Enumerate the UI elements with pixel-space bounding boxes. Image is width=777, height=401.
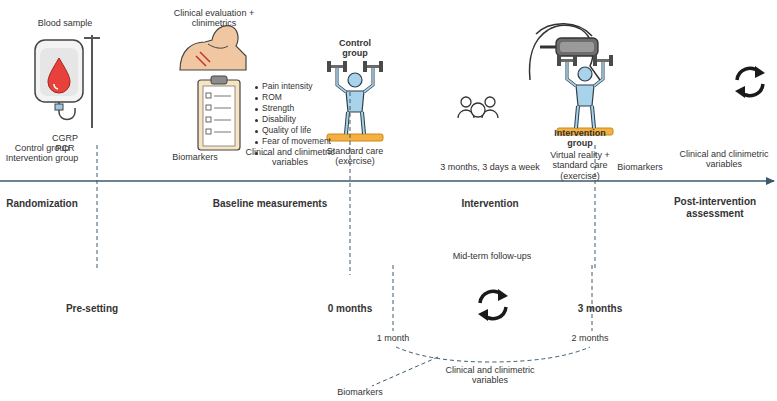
follow-up-markers: [372, 265, 592, 386]
timeline-label: Clinical and clinimetric variables: [444, 365, 536, 386]
exercise-figure: [557, 55, 613, 135]
bullet-dot: [255, 141, 258, 144]
exercise-figure: [327, 61, 383, 141]
bullet-dot: [255, 130, 258, 133]
bullet-item: Quality of life: [262, 126, 372, 136]
bullet-item: Strength: [262, 104, 372, 114]
timeline-label: Control group Intervention group: [0, 143, 85, 164]
timeline-label: Blood sample: [25, 18, 105, 28]
timeline-label: Biomarkers: [610, 162, 670, 172]
phase-label: Control group: [328, 38, 383, 59]
bullet-dot: [255, 108, 258, 111]
blood-bag-icon: [35, 35, 100, 128]
phase-label: Intervention group: [545, 128, 615, 149]
bullet-item: ROM: [262, 93, 372, 103]
phase-label: Pre-setting: [47, 303, 137, 315]
timeline-label: Virtual reality + standard care (exercis…: [540, 150, 620, 181]
timeline-label: Biomarkers: [165, 152, 225, 162]
cycle-icon: [735, 66, 765, 98]
timeline-label: Biomarkers: [325, 387, 395, 397]
bullet-dot: [255, 119, 258, 122]
phase-label: Baseline measurements: [190, 198, 350, 210]
phase-label: Randomization: [0, 198, 87, 210]
phase-label: 0 months: [305, 303, 395, 315]
timeline-label: Clinical evaluation + clinimetrics: [166, 8, 262, 29]
bullet-dot: [255, 86, 258, 89]
timeline-label: 3 months, 3 days a week: [425, 162, 555, 172]
timeline-label: Clinical and clinimetric variables: [244, 147, 336, 168]
bullet-dot: [255, 97, 258, 100]
cycle-icon: [478, 289, 508, 321]
bullet-item: Disability: [262, 115, 372, 125]
phase-label: Intervention: [445, 198, 535, 210]
phase-divider: [97, 92, 595, 275]
phase-label: Post-intervention assessment: [668, 196, 763, 219]
phase-label: 3 months: [555, 303, 645, 315]
timeline-label: CGRP: [35, 133, 95, 143]
timeline-label: 2 months: [560, 333, 620, 343]
clipboard-icon: [198, 76, 240, 150]
timeline-label: 1 month: [363, 333, 423, 343]
versus-icon: [458, 97, 498, 118]
timeline-label: Mid-term follow-ups: [427, 251, 557, 261]
bullet-item: Pain intensity: [262, 82, 372, 92]
timeline-label: Clinical and clinimetric variables: [678, 149, 770, 170]
bullet-item: Fear of movement: [262, 137, 372, 147]
timeline-axis: [0, 180, 774, 182]
clinician-icon: [180, 26, 246, 70]
